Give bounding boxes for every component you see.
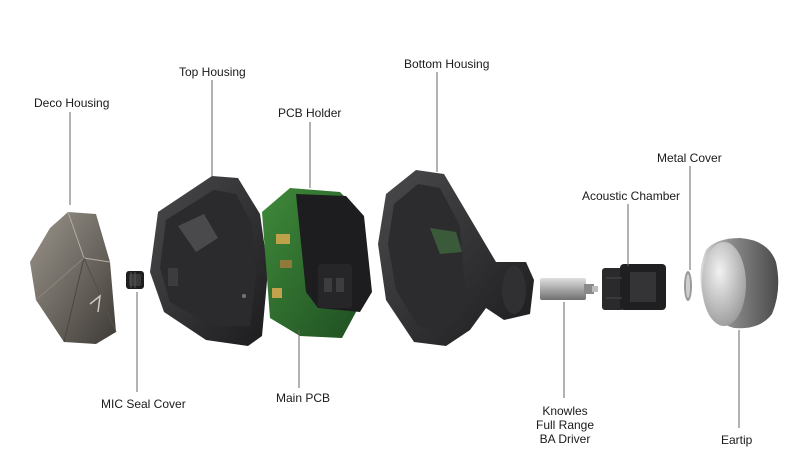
- label-metal-cover: Metal Cover: [657, 151, 722, 165]
- label-main-pcb: Main PCB: [276, 391, 331, 405]
- label-knowles-line2: Full Range: [535, 418, 595, 432]
- deco-housing-part: [30, 211, 117, 344]
- label-bottom-housing: Bottom Housing: [404, 57, 490, 71]
- ba-driver-part: [540, 278, 598, 300]
- pcb-assembly-part: [262, 188, 372, 338]
- label-acoustic-chamber: Acoustic Chamber: [582, 189, 681, 203]
- top-housing-part: [150, 176, 268, 346]
- eartip-part: [700, 238, 779, 329]
- mic-seal-cover-part: [126, 271, 144, 289]
- label-knowles-line3: BA Driver: [539, 432, 591, 446]
- label-knowles-ba-driver: Knowles Full Range BA Driver: [532, 404, 598, 446]
- label-top-housing: Top Housing: [179, 65, 246, 79]
- label-knowles-line1: Knowles: [542, 404, 588, 418]
- bottom-housing-part: [378, 170, 534, 346]
- label-deco-housing: Deco Housing: [34, 96, 110, 110]
- label-eartip: Eartip: [721, 433, 753, 447]
- acoustic-chamber-part: [602, 264, 666, 310]
- label-pcb-holder: PCB Holder: [278, 106, 342, 120]
- label-mic-seal-cover: MIC Seal Cover: [101, 397, 186, 411]
- leader-lines: [69, 72, 740, 428]
- metal-cover-part: [684, 271, 692, 301]
